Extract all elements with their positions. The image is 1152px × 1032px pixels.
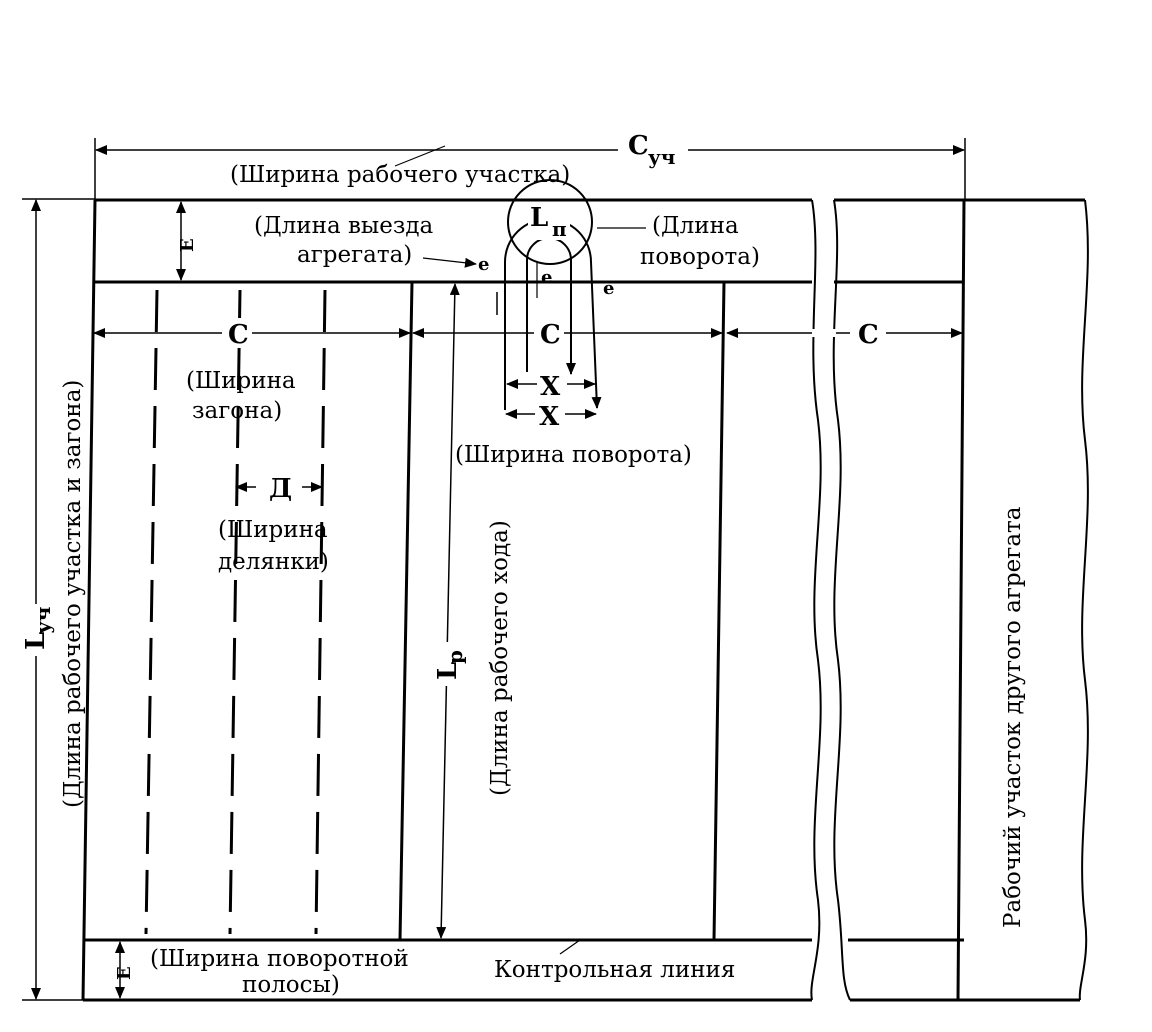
l-r-subscript: р (443, 650, 467, 664)
section-width-label-line2: делянки) (218, 549, 329, 575)
control-line-label: Контрольная линия (494, 957, 735, 983)
control-line-leader (559, 939, 581, 955)
area-and-plot-length-label: (Длина рабочего участка и загона) (60, 380, 86, 808)
l-p-subscript: п (552, 217, 567, 241)
section-dashed-line (228, 289, 242, 935)
leader-line (394, 145, 446, 167)
exit-length-label-line1: (Длина выезда (254, 213, 434, 239)
l-r-symbol: L (433, 662, 463, 680)
l-p-symbol: L (530, 203, 548, 233)
e-bottom-label: E (114, 966, 135, 980)
headland-width-label-line1: (Ширина поворотной (150, 946, 409, 972)
section-width-label-line1: (Ширина (218, 517, 328, 543)
turn-width-label: (Ширина поворота) (455, 442, 692, 468)
x-upper-label: X (540, 372, 561, 402)
small-e-left: e (478, 254, 489, 275)
small-e-right: e (603, 278, 614, 299)
section-dashed-line (144, 289, 159, 935)
plot-width-label-line1: (Ширина (186, 368, 296, 394)
d-label: Д (269, 474, 292, 504)
exit-leader-arrow (422, 257, 477, 268)
section-dashed-line (314, 289, 327, 935)
exit-length-label-line2: агрегата) (297, 242, 412, 268)
turn-length-label-line2: поворота) (640, 244, 760, 270)
plot-width-label-line2: загона) (192, 398, 282, 424)
c-uch-subscript: уч (648, 145, 675, 169)
field-outline (81, 198, 822, 1002)
l-uch-symbol: L (21, 632, 51, 650)
c-right-label: C (858, 320, 879, 350)
small-e-mid: e (541, 267, 552, 288)
x-lower-label: X (539, 402, 560, 432)
turn-length-label-line1: (Длина (652, 213, 739, 239)
l-r-dimension-arrow (436, 283, 460, 939)
working-pass-length-label: (Длина рабочего хода) (487, 520, 513, 796)
c-uch-symbol: C (628, 131, 649, 161)
plot-boundary-line (712, 281, 726, 941)
headland-width-label-line2: полосы) (242, 972, 340, 998)
c-left-label: C (228, 320, 249, 350)
plot-boundary-line (398, 281, 414, 941)
l-uch-subscript: уч (31, 607, 55, 634)
e-top-label: E (177, 238, 198, 252)
c-mid-label: C (540, 320, 561, 350)
neighbor-area (832, 198, 1089, 1002)
work-area-width-label: (Ширина рабочего участка) (230, 162, 570, 188)
other-unit-area-label: Рабочий участок другого агрегата (1000, 506, 1026, 928)
